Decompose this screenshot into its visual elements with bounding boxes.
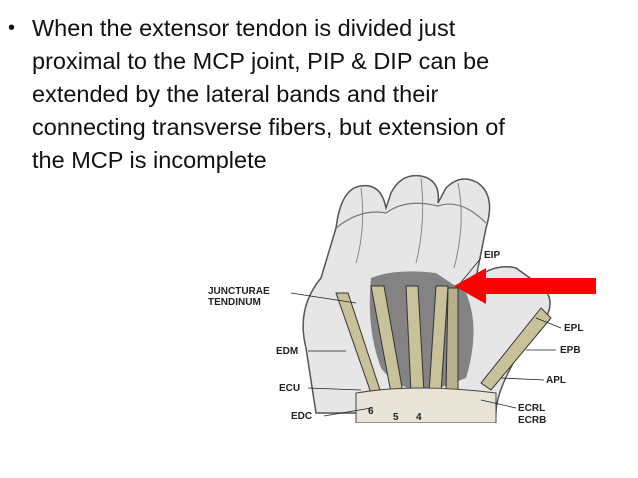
label-num-6: 6 <box>368 406 374 417</box>
label-ecu: ECU <box>279 383 300 394</box>
bullet-line-2: proximal to the MCP joint, PIP & DIP can… <box>32 48 490 74</box>
label-num-4: 4 <box>416 412 422 423</box>
label-apl: APL <box>546 375 566 386</box>
bullet-icon: • <box>8 17 16 39</box>
red-arrow-icon <box>454 268 596 304</box>
bullet-text: When the extensor tendon is divided just… <box>32 12 608 177</box>
label-epb: EPB <box>560 345 581 356</box>
label-edm: EDM <box>276 346 298 357</box>
label-edc: EDC <box>291 411 312 422</box>
tendon-thumb <box>480 307 552 391</box>
label-tendinum: TENDINUM <box>208 297 261 308</box>
bullet-line-4: connecting transverse fibers, but extens… <box>32 114 505 140</box>
label-eip: EIP <box>484 250 500 261</box>
label-ecrb: ECRB <box>518 415 546 423</box>
hand-anatomy-illustration: JUNCTURAE TENDINUM EIP EPL EPB EDM APL E… <box>208 168 596 423</box>
bullet-line-3: extended by the lateral bands and their <box>32 81 439 107</box>
pointer-lines <box>290 257 562 417</box>
hand-anatomy-figure: JUNCTURAE TENDINUM EIP EPL EPB EDM APL E… <box>196 168 616 423</box>
bullet-line-1: When the extensor tendon is divided just <box>32 15 456 41</box>
arrow-head <box>454 268 486 304</box>
finger-fold-1 <box>355 187 364 264</box>
finger-fold-3 <box>453 182 462 269</box>
label-juncturae: JUNCTURAE <box>208 286 270 297</box>
arrow-shaft <box>481 278 596 294</box>
tendon-5 <box>445 287 459 394</box>
bullet-line-5: the MCP is incomplete <box>32 147 267 173</box>
label-num-5: 5 <box>393 412 399 423</box>
bullet-item: • When the extensor tendon is divided ju… <box>8 12 608 177</box>
label-epl: EPL <box>564 323 583 334</box>
knuckle-shading <box>335 202 487 229</box>
text-overlap-mask <box>276 168 306 178</box>
wrist-retinaculum <box>355 387 497 423</box>
bullet-list: • When the extensor tendon is divided ju… <box>8 12 608 177</box>
finger-fold-2 <box>415 177 424 264</box>
label-ecrl: ECRL <box>518 403 545 414</box>
